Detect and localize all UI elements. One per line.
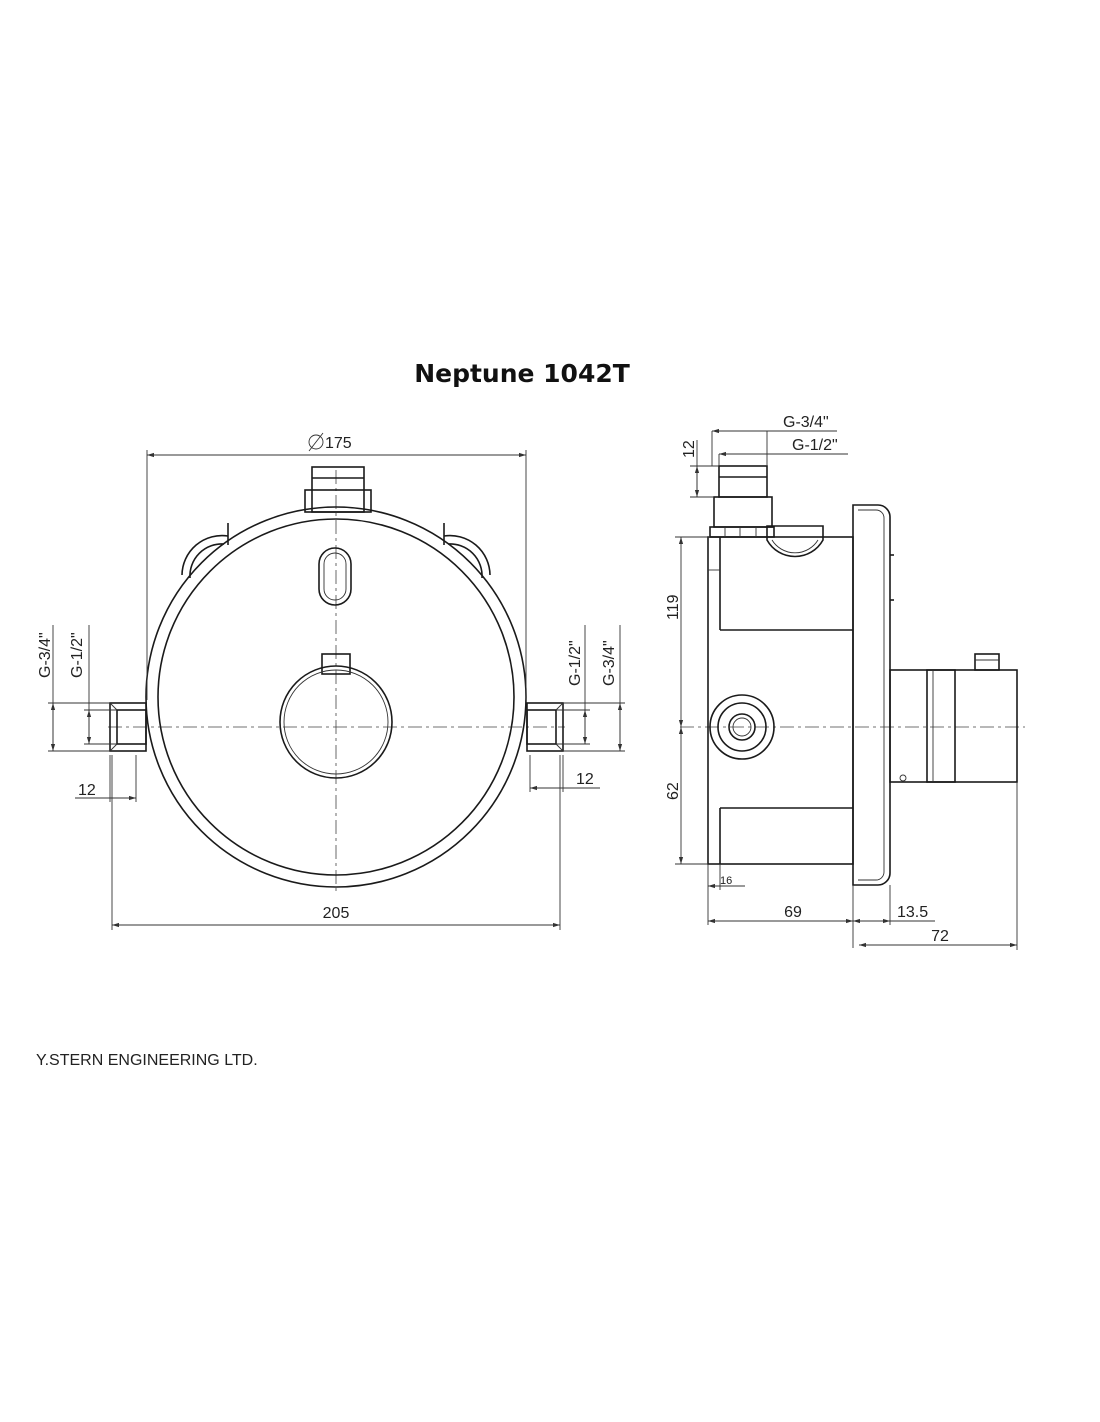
body-depth-value: 69 <box>784 904 802 921</box>
side-inlet-fitting <box>709 694 775 760</box>
side-view: 12 G-3/4" G-1/2" 119 62 16 69 13.5 <box>665 414 1025 950</box>
top-outer-thread-label: G-3/4" <box>783 414 829 431</box>
lower-height-value: 62 <box>665 782 682 800</box>
diameter-value: 175 <box>325 435 352 452</box>
upper-height-value: 119 <box>665 594 682 620</box>
right-outer-thread-label: G-3/4" <box>601 640 618 686</box>
left-nipple-length-value: 12 <box>78 782 96 799</box>
diameter-symbol <box>308 432 324 452</box>
right-inner-thread-label: G-1/2" <box>567 640 584 686</box>
flange-thickness-value: 16 <box>720 875 732 887</box>
slot-window <box>318 547 352 606</box>
top-inner-thread-label: G-1/2" <box>792 437 838 454</box>
plate-offset-value: 13.5 <box>897 904 928 921</box>
valve-body <box>707 536 854 865</box>
cartridge-housing <box>279 665 393 779</box>
overall-width-value: 205 <box>323 905 350 922</box>
top-nipple-length-value: 12 <box>681 440 698 458</box>
drawing-title: Neptune 1042T <box>414 359 630 388</box>
company-name: Y.STERN ENGINEERING LTD. <box>36 1052 258 1069</box>
right-nipple-length-value: 12 <box>576 771 594 788</box>
front-view: 175 205 G-3/4" G-1/2" 12 G-1/2" G-3/4 <box>37 432 625 930</box>
thermostatic-handle <box>889 669 1018 783</box>
mounting-plate <box>852 504 891 886</box>
left-inner-thread-label: G-1/2" <box>69 632 86 678</box>
left-outer-thread-label: G-3/4" <box>37 632 54 678</box>
handle-depth-value: 72 <box>931 928 949 945</box>
